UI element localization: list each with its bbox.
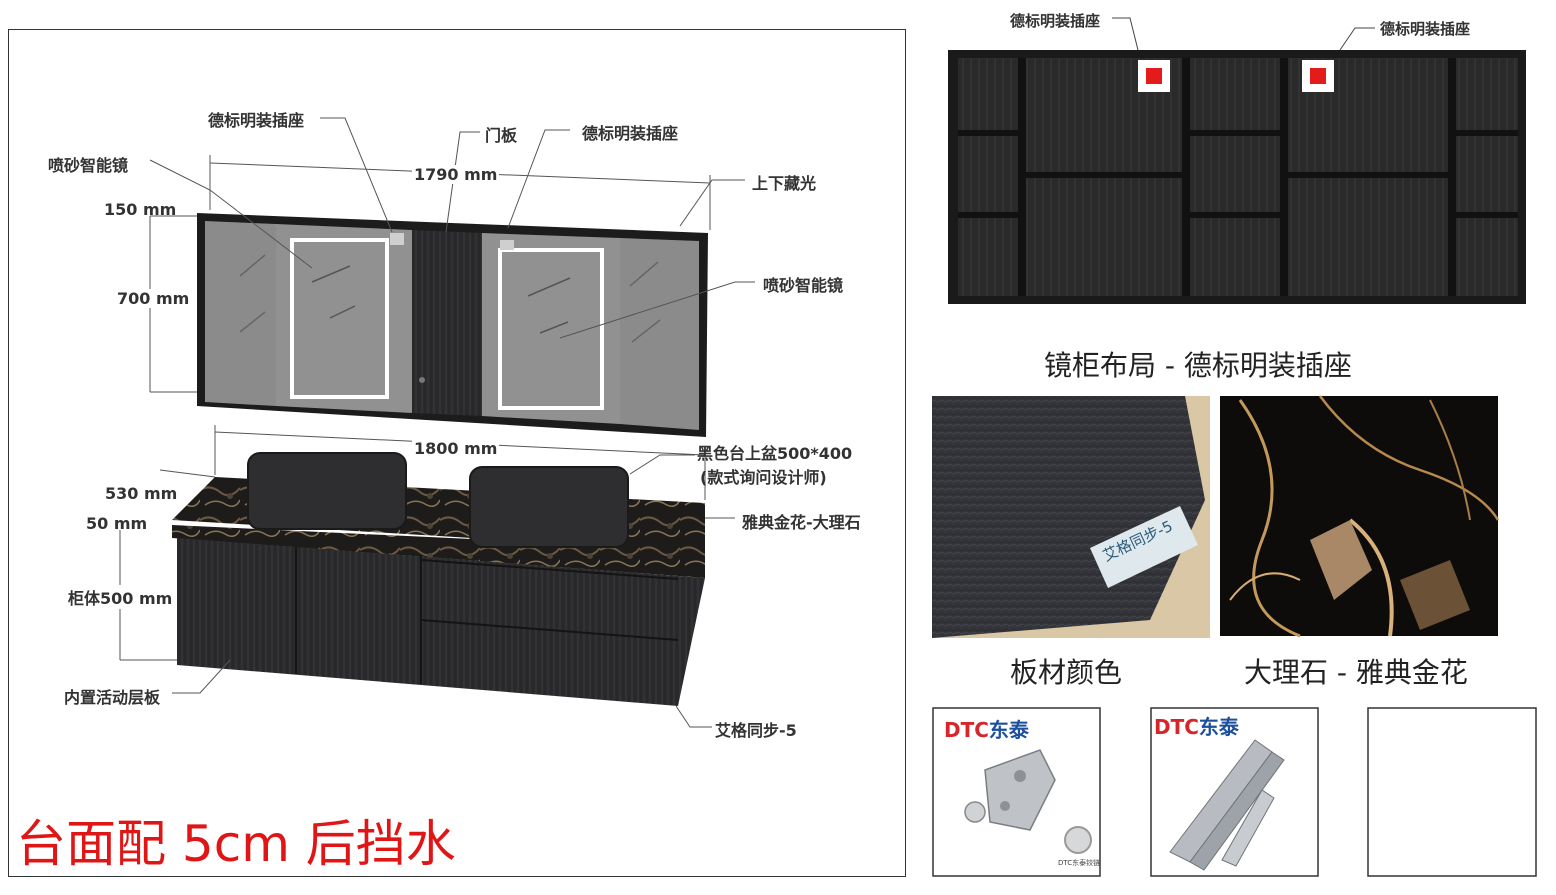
mirror-cabinet bbox=[197, 213, 708, 437]
hinge-tag: DTC东泰铰链 bbox=[1058, 859, 1101, 867]
label-cabinet-height: 柜体500 mm bbox=[66, 585, 175, 609]
label-marble: 雅典金花-大理石 bbox=[742, 513, 861, 532]
brand-logo-1: DTC东泰 bbox=[944, 714, 1029, 743]
hardware-boxes bbox=[932, 707, 1537, 877]
label-finish: 艾格同步-5 bbox=[715, 721, 797, 740]
label-height-mirror: 700 mm bbox=[115, 289, 192, 308]
label-countertop-thickness: 50 mm bbox=[86, 514, 148, 533]
label-mirror-left: 喷砂智能镜 bbox=[48, 156, 129, 175]
brand-latin: DTC bbox=[1154, 715, 1199, 739]
label-socket-top-right: 德标明装插座 bbox=[1380, 20, 1471, 38]
label-socket-top-left: 德标明装插座 bbox=[1010, 12, 1101, 30]
marble-photo bbox=[1220, 395, 1500, 638]
mirror-layout-drawing bbox=[948, 17, 1526, 304]
board-color-caption: 板材颜色 bbox=[1010, 656, 1123, 689]
label-depth-vanity: 530 mm bbox=[105, 484, 178, 503]
label-socket-left: 德标明装插座 bbox=[208, 111, 305, 130]
backsplash-note: 台面配 5cm 后挡水 bbox=[16, 815, 456, 873]
label-depth-mirror: 150 mm bbox=[104, 200, 177, 219]
label-basin-line1: 黑色台上盆500*400 bbox=[697, 444, 853, 463]
layout-caption: 镜柜布局 - 德标明装插座 bbox=[1044, 349, 1352, 382]
vanity-cabinet bbox=[172, 452, 705, 706]
brand-logo-2: DTC东泰 bbox=[1154, 711, 1239, 740]
label-light: 上下藏光 bbox=[752, 174, 817, 193]
label-basin-line2: (款式询问设计师) bbox=[700, 468, 827, 487]
marble-caption: 大理石 - 雅典金花 bbox=[1244, 656, 1468, 689]
label-socket-right: 德标明装插座 bbox=[582, 124, 679, 143]
board-color-photo bbox=[932, 396, 1210, 638]
label-mirror-right: 喷砂智能镜 bbox=[763, 276, 844, 295]
brand-cn: 东泰 bbox=[988, 718, 1029, 742]
label-door-panel: 门板 bbox=[485, 126, 518, 145]
label-shelf: 内置活动层板 bbox=[64, 688, 161, 707]
brand-cn: 东泰 bbox=[1198, 715, 1239, 739]
label-width-mirror: 1790 mm bbox=[412, 165, 500, 184]
brand-latin: DTC bbox=[944, 718, 989, 742]
label-width-vanity: 1800 mm bbox=[412, 439, 500, 458]
